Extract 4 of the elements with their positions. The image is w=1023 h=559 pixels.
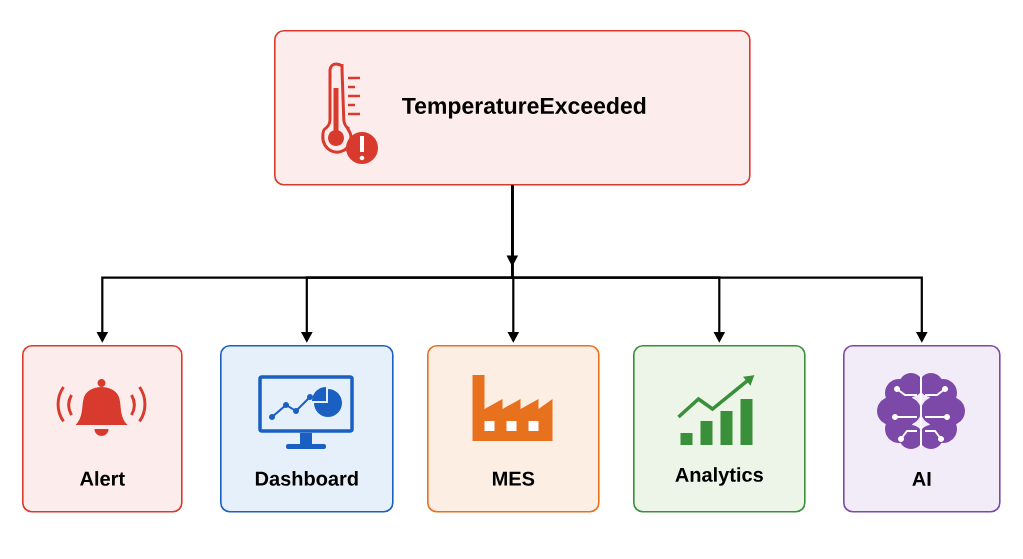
service-box: Alert bbox=[22, 345, 183, 513]
event-box: TemperatureExceeded bbox=[274, 30, 751, 186]
service-box: Dashboard bbox=[220, 345, 394, 513]
service-box: Analytics bbox=[633, 345, 806, 513]
